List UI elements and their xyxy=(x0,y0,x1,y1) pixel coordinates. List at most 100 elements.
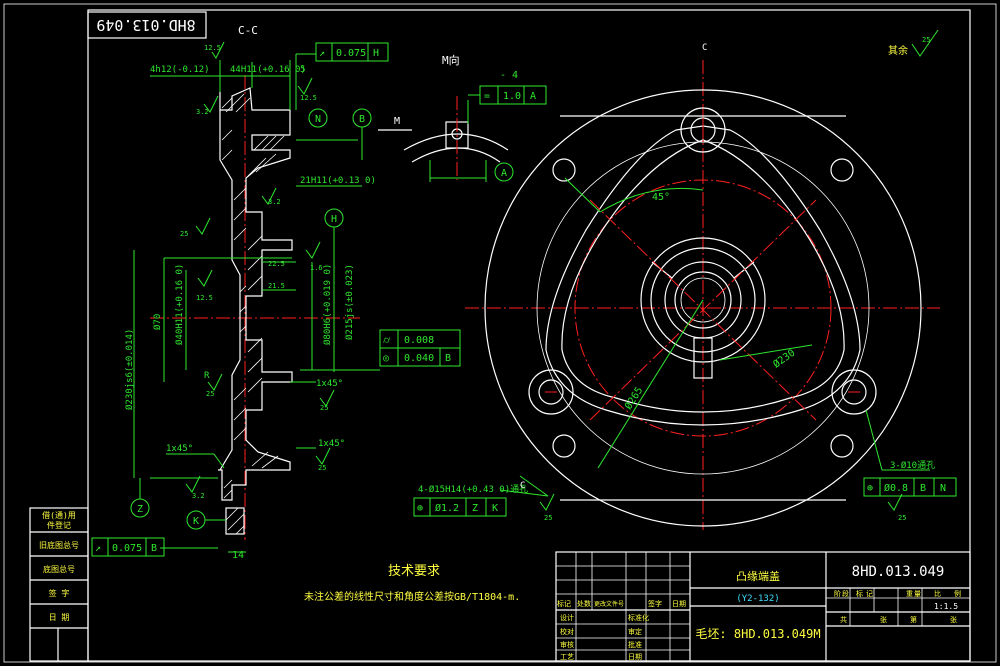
role-2: 校对 xyxy=(560,627,574,636)
tol-top-sym: ↗ xyxy=(319,48,325,59)
role-6: 审定 xyxy=(628,627,642,636)
m-view-shape xyxy=(403,96,509,182)
front-outer-circle xyxy=(484,89,922,527)
hdr-4: 记 xyxy=(866,590,873,598)
row-lbl-1: 标记 xyxy=(557,599,571,608)
role-1: 设计 xyxy=(560,613,574,622)
cut-mark-bottom: C xyxy=(520,481,525,491)
row-lbl-3: 更改文件号 xyxy=(594,600,624,608)
side-table: 借(通)用 件登记 旧底图总号 底图总号 签 字 日 期 xyxy=(29,507,89,662)
role-7: 批准 xyxy=(628,640,642,649)
section-outline-upper xyxy=(219,87,293,318)
dim-holes3: 3-Ø10通孔 xyxy=(890,460,935,471)
tol-h4-sym: ⊕ xyxy=(417,503,423,514)
hdr-8: 例 xyxy=(954,589,961,598)
tol-h4-d2: K xyxy=(492,503,498,514)
ra-14-symbol xyxy=(195,217,211,235)
part-name: 凸缘端盖 xyxy=(736,569,780,583)
side-row-4: 签 字 xyxy=(49,588,70,598)
ra-1: 12.5 xyxy=(204,44,221,52)
datum-a: A xyxy=(501,168,507,179)
dim-r: R xyxy=(204,371,210,381)
dim-1x45-c: 1x45° xyxy=(318,439,345,449)
dim-215js: Ø215js(±0.023) xyxy=(344,264,355,340)
datum-h: H xyxy=(331,214,337,225)
title-rows: 标记 处数 更改文件号 签字 日期 设计 校对 审核 工艺 标准化 审定 批准 … xyxy=(557,599,686,661)
tol-c2-datum: B xyxy=(445,353,451,364)
dim-40h11: Ø40H11(+0.16 0) xyxy=(174,264,185,345)
scale: 1:1.5 xyxy=(934,602,958,611)
tol-c1-sym: ⌭ xyxy=(383,335,391,346)
ra-9: 3.2 xyxy=(192,492,205,500)
role-4: 工艺 xyxy=(560,653,574,661)
role-8: 日期 xyxy=(628,653,642,661)
front-bolt-circle-265 xyxy=(574,179,832,437)
tol-h3-d1: B xyxy=(920,483,926,494)
tol-frame-holes4: ⊕ Ø1.2 Z K xyxy=(413,497,507,517)
side-row-1a: 借(通)用 xyxy=(42,510,76,520)
side-row-1b: 件登记 xyxy=(47,520,71,530)
ra-3: 12.5 xyxy=(196,294,213,302)
role-5: 标准化 xyxy=(628,613,649,622)
ra-4: 3.2 xyxy=(268,198,281,206)
datum-n: N xyxy=(315,114,321,125)
row-lbl-4: 签字 xyxy=(648,599,662,608)
hdr-1: 阶 xyxy=(834,589,841,598)
dim-22-5: 22.5 xyxy=(268,260,285,268)
sheet-3: 第 xyxy=(910,615,917,624)
tol-frame-mview: = 1.0 A xyxy=(468,85,547,105)
dim-1x45-a: 1x45° xyxy=(166,444,193,454)
sheet-4: 张 xyxy=(950,615,957,624)
dim-230js6: Ø230js6(±0.014) xyxy=(124,329,135,410)
title-block xyxy=(555,551,971,662)
material-code: 毛坯: 8HD.013.049M xyxy=(695,627,820,641)
side-row-3: 底图总号 xyxy=(43,564,75,574)
section-dimension-lines xyxy=(133,53,380,553)
outer-frame xyxy=(3,3,997,663)
number-box xyxy=(87,11,207,39)
front-dimension-lines xyxy=(499,177,930,497)
dim-holes4: 4-Ø15H14(+0.43 0)通孔 xyxy=(418,484,528,495)
tol-bot-sym: ↗ xyxy=(95,543,101,554)
key-block-hatch xyxy=(225,507,245,535)
sheet-1: 共 xyxy=(840,615,847,624)
dim-80h6: Ø80H6(+0.019 0) xyxy=(322,264,333,345)
dim-14: 14 xyxy=(232,550,244,561)
datum-k: K xyxy=(193,516,199,527)
datum-z: Z xyxy=(137,504,143,515)
hdr-3: 标 xyxy=(856,589,863,598)
ra-12: 25 xyxy=(898,514,906,522)
tol-top-val: 0.075 xyxy=(336,48,366,59)
number-box-text: 8HD.013.049 xyxy=(96,16,195,34)
tol-frame-holes3: ⊕ Ø0.8 B N xyxy=(863,477,957,497)
ra-14: 25 xyxy=(180,230,188,238)
tol-c2-sym: ◎ xyxy=(383,353,389,364)
ra-7: 25 xyxy=(320,404,328,412)
front-view xyxy=(465,60,940,530)
key-block xyxy=(225,507,245,535)
tol-bot-datum: B xyxy=(151,543,157,554)
dim-45deg: 45° xyxy=(652,192,670,203)
sheet-2: 张 xyxy=(880,615,887,624)
row-lbl-5: 日期 xyxy=(672,600,686,608)
hdr-2: 段 xyxy=(842,589,849,598)
title-headers: 阶 段 标 记 重 量 比 例 共 张 第 张 xyxy=(834,589,961,624)
row-lbl-2: 处数 xyxy=(577,599,591,608)
tol-h3-sym: ⊕ xyxy=(867,483,873,494)
tech-req-title: 技术要求 xyxy=(388,564,440,579)
tol-frame-bottom: ↗ 0.075 B xyxy=(91,537,165,557)
tol-h3-d2: N xyxy=(940,483,946,494)
tol-m-sym: = xyxy=(484,91,490,102)
dim-5: 5 xyxy=(300,65,305,75)
section-hatching xyxy=(221,93,285,499)
section-outline-lower xyxy=(218,318,293,501)
tol-top-datum: H xyxy=(373,48,379,59)
ra-6: 12.5 xyxy=(300,94,317,102)
tol-frame-top: ↗ 0.075 H xyxy=(315,42,389,62)
tol-bot-val: 0.075 xyxy=(112,543,142,554)
ra-11: 25 xyxy=(544,514,552,522)
dim-4h12: 4h12(-0.12) xyxy=(150,65,210,75)
ref-a-label: - 4 xyxy=(500,70,518,81)
ra-13: 25 xyxy=(922,36,930,44)
